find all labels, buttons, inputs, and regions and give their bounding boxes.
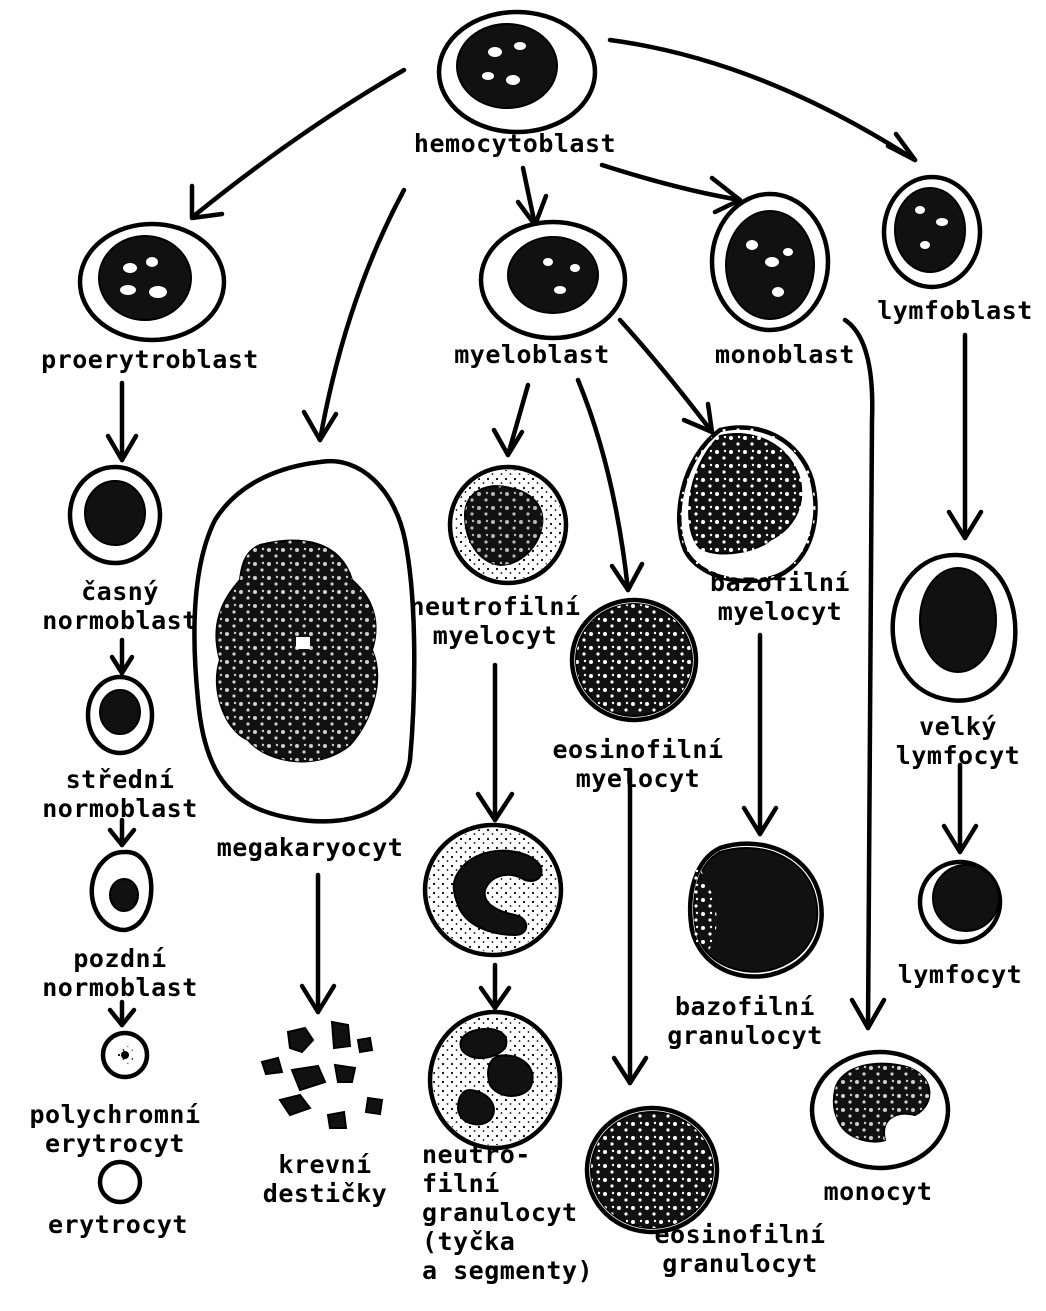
arrow-monoblast-monocyt [845, 320, 872, 1028]
label-proerytroblast: proerytroblast [41, 345, 259, 374]
label-lymfocyt: lymfocyt [898, 960, 1022, 989]
cell-monoblast [712, 194, 828, 330]
label-megakaryocyt: megakaryocyt [217, 833, 404, 862]
label-pozdni-normoblast: pozdní normoblast [42, 944, 198, 1002]
cell-erytrocyt [100, 1162, 140, 1202]
cell-myeloblast [481, 222, 625, 338]
label-neutrofilni-myelocyt: neutrofilní myelocyt [409, 592, 580, 650]
arrow-myeloblast-neutrofilni [508, 385, 528, 455]
label-velky-lymfocyt: velký lymfocyt [896, 712, 1020, 770]
arrow-hemocytoblast-lymfoblast [610, 40, 915, 160]
cell-eosinofilni-myelocyt [572, 600, 696, 720]
cell-stredni-normoblast [88, 677, 152, 753]
cell-krevni-desticky [262, 1022, 382, 1128]
label-casny-normoblast: časný normoblast [42, 577, 198, 635]
arrow-myeloblast-bazofilni [620, 320, 712, 432]
label-bazofilni-granulocyt: bazofilní granulocyt [667, 992, 823, 1050]
cell-neutrofilni-myelocyt [450, 467, 566, 583]
cell-polychromni-erytrocyt [103, 1033, 147, 1077]
cell-eosinofilni-granulocyt [587, 1108, 717, 1232]
label-stredni-normoblast: střední normoblast [42, 765, 198, 823]
label-lymfoblast: lymfoblast [877, 296, 1033, 325]
cell-megakaryocyt [194, 461, 414, 821]
label-neutrofilni-granulocyt: neutro- filní granulocyt (tyčka a segmen… [422, 1140, 593, 1285]
arrow-myeloblast-eosinofilni [578, 380, 628, 590]
label-eosinofilni-myelocyt: eosinofilní myelocyt [552, 735, 723, 793]
label-krevni-desticky: krevní destičky [263, 1150, 387, 1208]
cell-bazofilni-myelocyt [679, 427, 815, 581]
arrow-hemocytoblast-megakaryocyt [320, 190, 404, 440]
label-monocyt: monocyt [824, 1177, 933, 1206]
cell-neutrofilni-tycka [425, 825, 561, 955]
cell-lymfocyt [920, 862, 1000, 942]
cell-monocyt [812, 1052, 948, 1168]
cell-bazofilni-granulocyt [690, 844, 821, 977]
label-eosinofilni-granulocyt: eosinofilní granulocyt [654, 1220, 825, 1278]
arrow-hemocytoblast-proerytroblast [195, 70, 404, 215]
cell-hemocytoblast [439, 12, 595, 132]
cell-velky-lymfocyt [893, 555, 1016, 701]
label-monoblast: monoblast [715, 340, 855, 369]
cell-casny-normoblast [70, 467, 160, 563]
label-polychromni-erytrocyt: polychromní erytrocyt [29, 1100, 200, 1158]
label-bazofilni-myelocyt: bazofilní myelocyt [710, 568, 850, 626]
label-erytrocyt: erytrocyt [48, 1210, 188, 1239]
label-myeloblast: myeloblast [454, 340, 610, 369]
cell-pozdni-normoblast [92, 852, 151, 930]
cell-proerytroblast [80, 224, 224, 340]
label-hemocytoblast: hemocytoblast [414, 129, 616, 158]
cell-neutrofilni-segmenty [430, 1012, 560, 1148]
cell-lymfoblast [884, 177, 980, 287]
